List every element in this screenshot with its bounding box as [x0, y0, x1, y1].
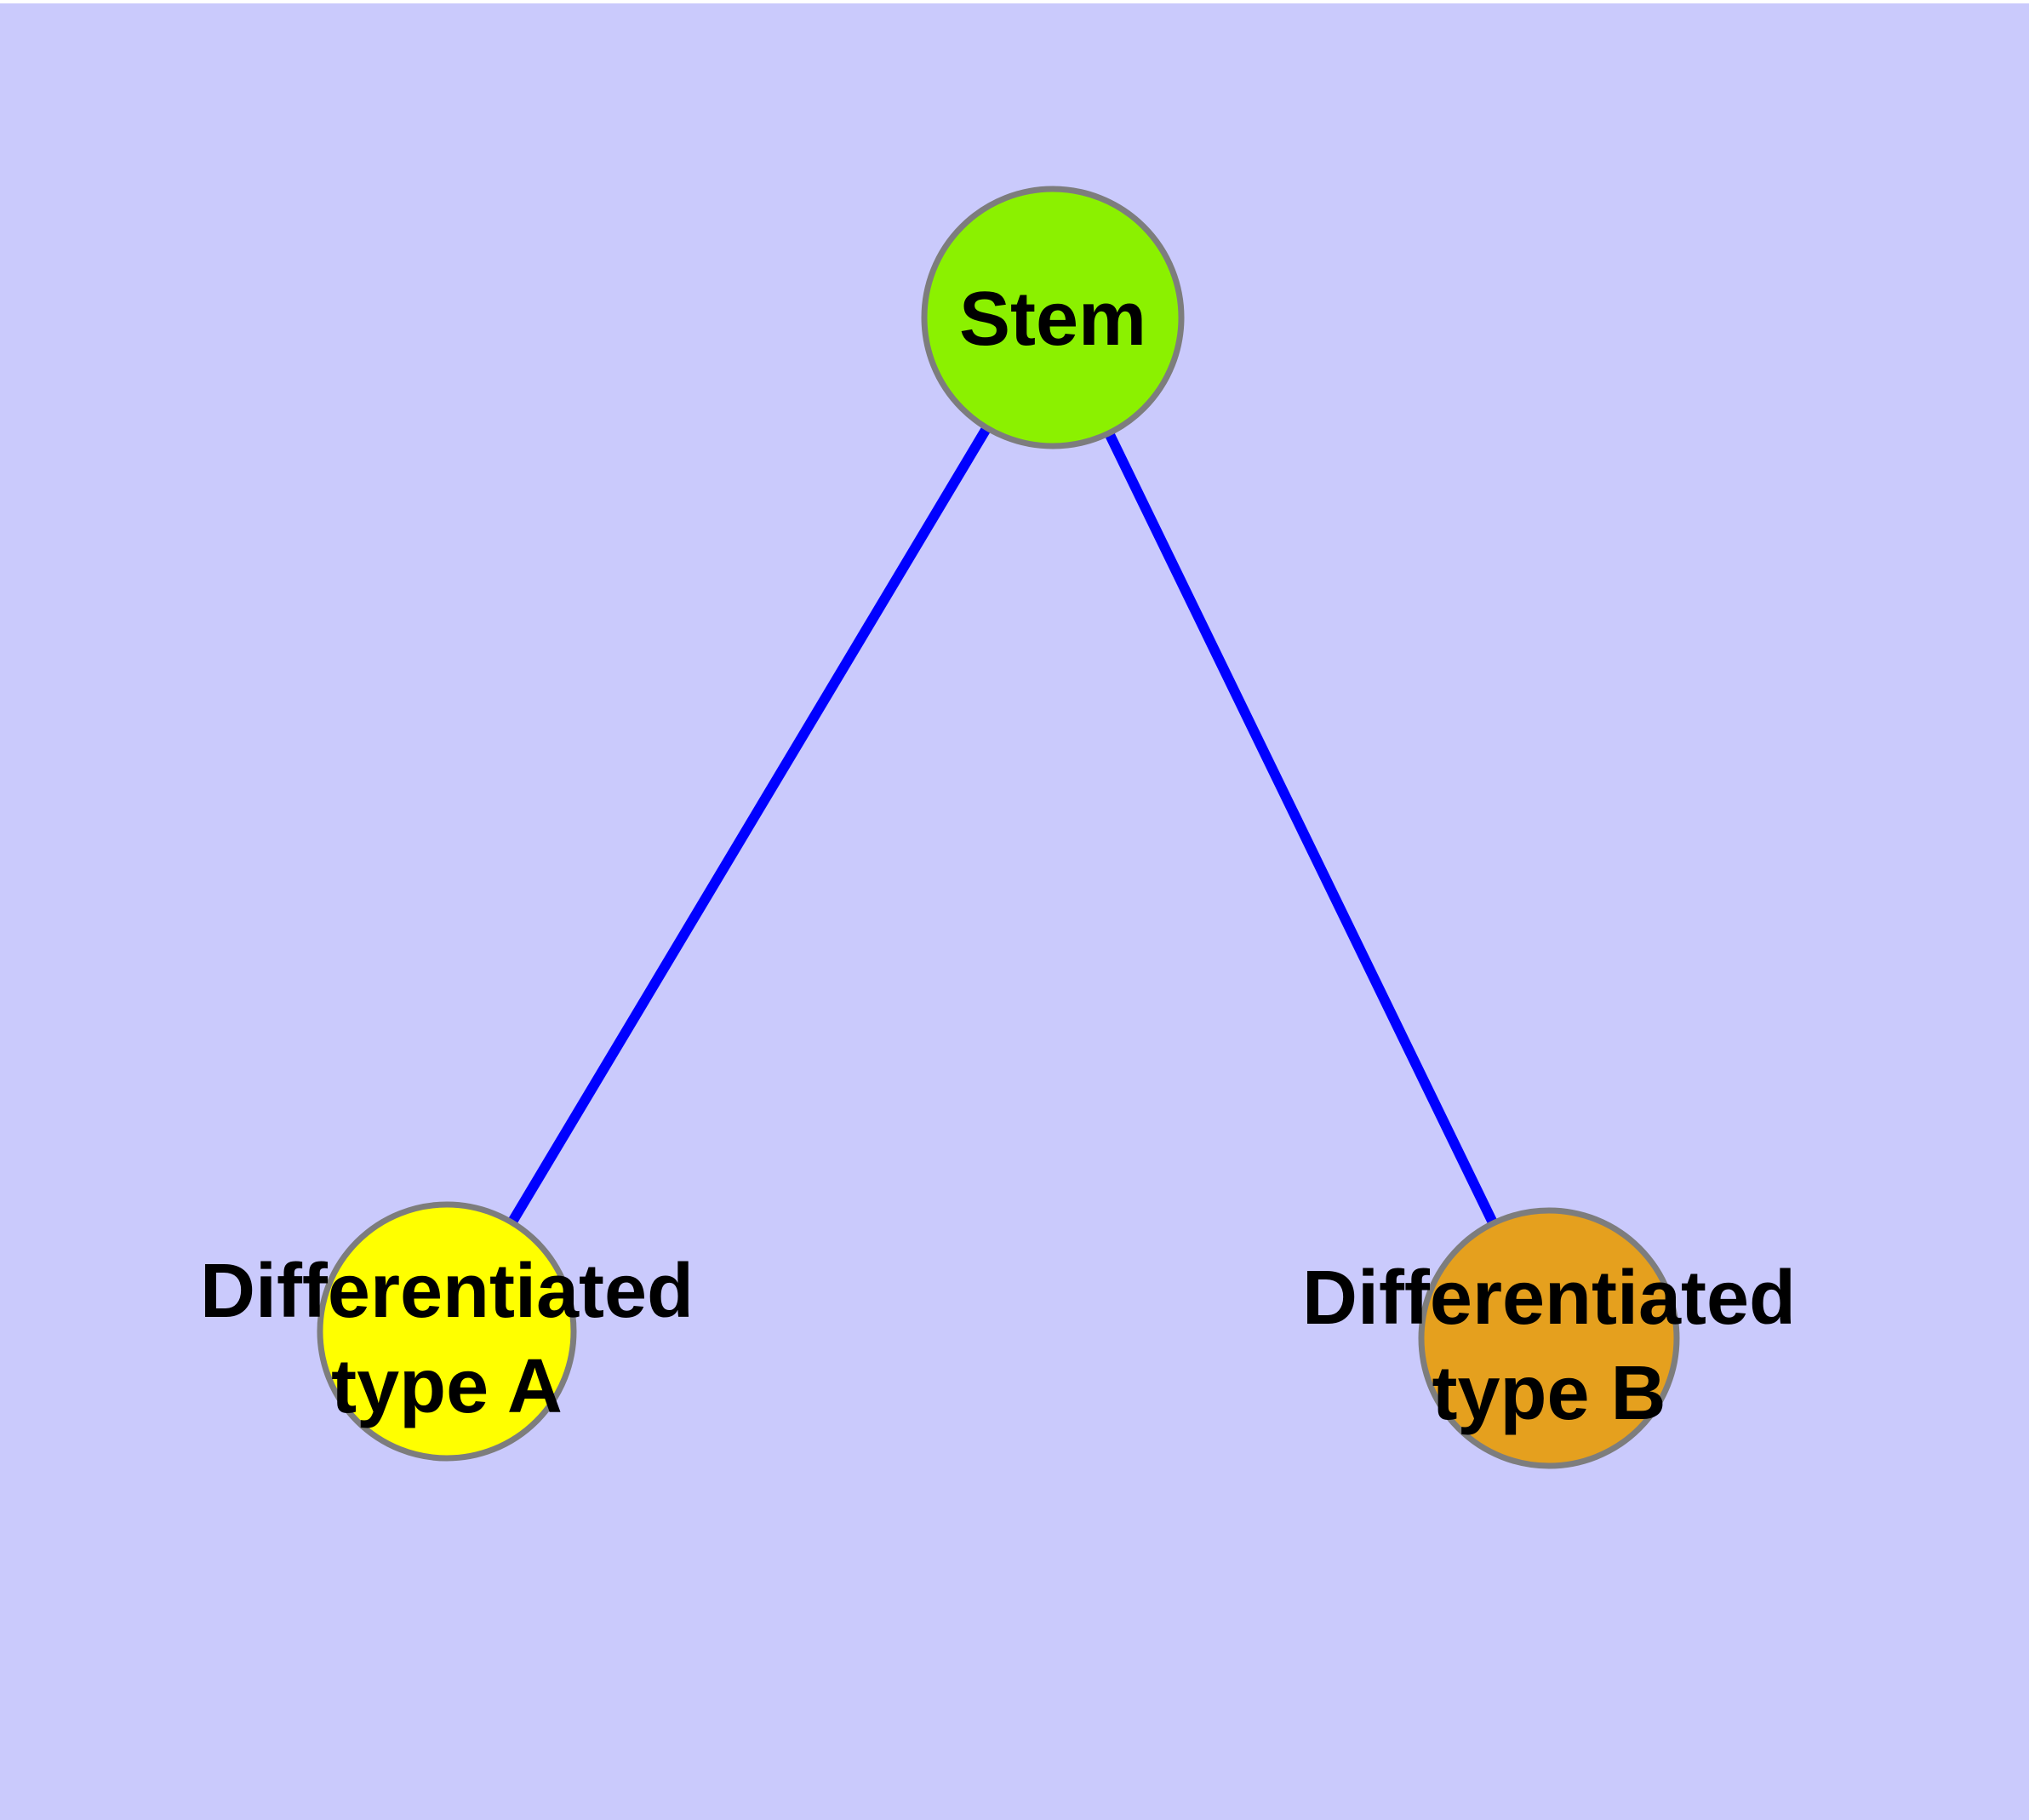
- node-stem-label: Stem: [959, 277, 1146, 362]
- node-stem: [921, 186, 1185, 449]
- node-differentiated-type-a-label-line1: Differentiated: [200, 1249, 694, 1334]
- node-differentiated-type-b: [1418, 1207, 1680, 1469]
- node-differentiated-type-b-label-line2: type B: [1432, 1351, 1666, 1436]
- node-differentiated-type-a: [317, 1201, 577, 1462]
- edge-stem-to-differentiated-type-b: [1048, 315, 1554, 1341]
- edge-stem-to-differentiated-type-a: [442, 314, 1058, 1335]
- node-differentiated-type-b-label-line1: Differentiated: [1302, 1256, 1796, 1341]
- node-differentiated-type-a-label-line2: type A: [331, 1344, 563, 1429]
